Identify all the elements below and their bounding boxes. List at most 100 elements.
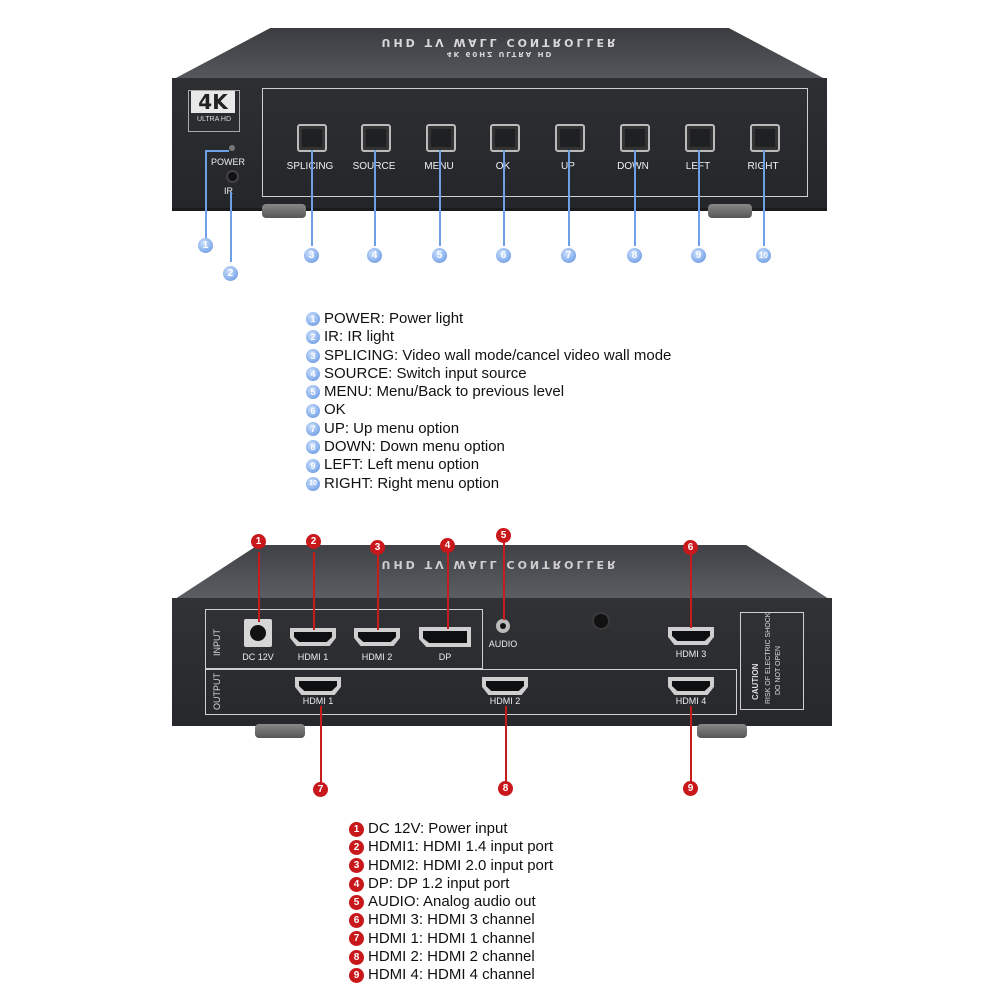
legend-number-icon: 7 [349,931,364,947]
legend-number-icon: 4 [349,876,364,892]
callout-4-icon: 4 [367,248,382,263]
back-callout-7-icon: 7 [313,782,328,797]
callout-8-icon: 8 [627,248,642,263]
left-label: LEFT [658,161,738,172]
down-button[interactable] [620,124,650,152]
legend-number-icon: 3 [306,348,320,363]
source-label: SOURCE [334,161,414,172]
menu-label: MENU [399,161,479,172]
back-callout-line-3 [377,555,379,630]
callout-line-4 [374,150,376,246]
legend-number-icon: 5 [349,894,364,910]
legend-number-icon: 8 [306,440,320,455]
power-label: POWER [211,157,246,167]
4k-logo-sub: ULTRA HD [196,116,232,123]
back-right-foot [697,724,747,738]
legend-text: MENU: Menu/Back to previous level [324,383,565,401]
output-label: OUTPUT [212,673,222,710]
legend-number-icon: 2 [306,330,320,345]
back-callout-line-5 [503,542,505,620]
back-callout-2-icon: 2 [306,534,321,549]
legend-number-icon: 9 [349,968,364,984]
back-callout-line-1 [258,552,260,622]
back-callout-6-icon: 6 [683,540,698,555]
callout-3-icon: 3 [304,248,319,263]
back-top-title: UHD TV WALL CONTROLLER [381,558,619,571]
ok-label: OK [463,161,543,172]
front-top-subtitle: 4K 60HZ ULTRA HD [446,50,554,58]
callout-line-8 [634,150,636,246]
input-panel [205,609,483,669]
legend-text: SOURCE: Switch input source [324,364,527,382]
audio-hole [500,623,506,629]
callout-line-1-h [205,150,229,152]
down-label: DOWN [617,161,649,172]
callout-line-1 [205,150,207,238]
menu-button[interactable] [426,124,456,152]
back-callout-8-icon: 8 [498,781,513,796]
input-hdmi1-label: HDMI 1 [297,652,329,662]
callout-6-icon: 6 [496,248,511,263]
legend-text: HDMI 4: HDMI 4 channel [368,966,535,984]
legend-text: OK [324,401,346,419]
callout-line-10 [763,150,765,246]
audio-label: AUDIO [488,639,518,649]
source-button[interactable] [361,124,391,152]
legend-text: RIGHT: Right menu option [324,474,500,492]
dc-jack-hole [250,625,266,641]
right-label: RIGHT [723,161,803,172]
back-callout-line-9 [690,706,692,782]
dp-slot [423,631,467,643]
callout-10-icon: 10 [756,248,771,263]
output-hdmi3-slot [672,631,710,641]
input-hdmi2-slot [358,632,396,642]
back-callout-1-icon: 1 [251,534,266,549]
dc-12v-label: DC 12V [242,652,274,662]
4k-logo-main: 4K [191,91,235,113]
legend-number-icon: 8 [349,949,364,965]
back-callout-line-8 [505,706,507,782]
front-right-foot [708,204,752,218]
left-button[interactable] [685,124,715,152]
legend-text: LEFT: Left menu option [324,456,480,474]
callout-9-icon: 9 [691,248,706,263]
back-left-foot [255,724,305,738]
front-top-title: UHD TV WALL CONTROLLER [381,36,619,49]
output-hdmi3-label: HDMI 3 [675,649,707,659]
right-button[interactable] [750,124,780,152]
power-led-icon [229,145,235,151]
legend-text: HDMI 3: HDMI 3 channel [368,911,535,929]
legend-text: UP: Up menu option [324,419,460,437]
legend-number-icon: 10 [306,476,320,491]
legend-text: IR: IR light [324,328,395,346]
legend-text: HDMI2: HDMI 2.0 input port [368,856,554,874]
legend-text: HDMI1: HDMI 1.4 input port [368,838,554,856]
screw-icon [592,612,610,630]
output-hdmi1-label: HDMI 1 [302,696,334,706]
back-callout-line-4 [447,552,449,629]
legend-number-icon: 7 [306,421,320,436]
back-callout-line-6 [690,555,692,628]
ok-button[interactable] [490,124,520,152]
back-callout-line-7 [320,706,322,783]
legend-text: POWER: Power light [324,310,464,327]
up-button[interactable] [555,124,585,152]
output-hdmi2-slot [486,681,524,691]
legend-text: DOWN: Down menu option [324,438,505,456]
splicing-button[interactable] [297,124,327,152]
callout-7-icon: 7 [561,248,576,263]
back-callout-3-icon: 3 [370,540,385,555]
